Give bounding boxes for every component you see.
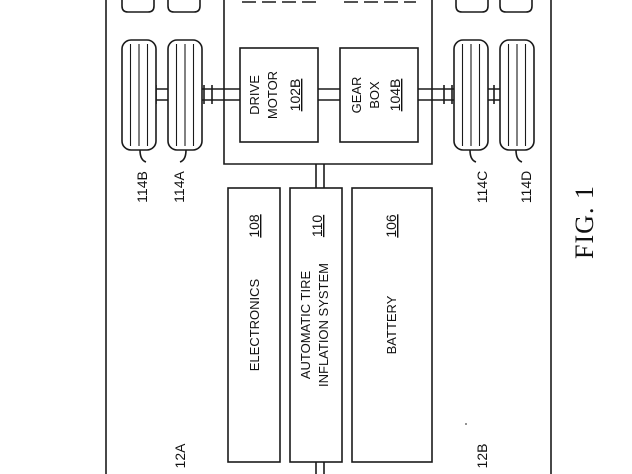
tire-114b-label: 114B [134, 171, 150, 203]
side-label-left: 12A [172, 443, 188, 469]
stray-dot [465, 423, 467, 425]
drive-motor-ref: 102B [287, 79, 303, 112]
tire-inflation-box: AUTOMATIC TIRE INFLATION SYSTEM 110 [289, 187, 343, 463]
electronics-ref: 108 [246, 214, 262, 238]
battery-label: BATTERY [384, 295, 399, 354]
axle-center [318, 88, 340, 101]
tire-114d [499, 39, 535, 151]
tire-inflation-ref: 110 [309, 215, 325, 238]
drive-motor-label-line2: MOTOR [265, 71, 280, 119]
tire-114c-label: 114C [474, 171, 490, 203]
drivetrain-frame [223, 0, 433, 165]
electronics-box: ELECTRONICS 108 [227, 187, 281, 463]
battery-ref: 106 [383, 214, 399, 238]
tire-114a-callout: 114A [171, 149, 187, 203]
figure-label: FIG. 1 [570, 185, 599, 259]
tire-inflation-label-line2: INFLATION SYSTEM [316, 263, 331, 387]
tire-114a-label: 114A [171, 171, 187, 203]
tire-114d-label: 114D [518, 171, 534, 203]
gear-box-label-line2: BOX [367, 81, 382, 109]
drive-motor-label-line1: DRIVE [247, 75, 262, 115]
side-label-right: 12B [474, 444, 490, 469]
inflation-feed-lines [315, 164, 325, 474]
tires [121, 39, 535, 151]
tire-partial-top [121, 0, 533, 13]
tire-114b [121, 39, 157, 151]
tire-114d-callout: 114D [515, 149, 534, 203]
tire-114c [453, 39, 489, 151]
tire-114a [167, 39, 203, 151]
tire-114c-callout: 114C [469, 149, 490, 203]
gear-box-box: GEAR BOX 104B [339, 47, 419, 143]
gear-box-label-line1: GEAR [349, 77, 364, 114]
tire-114b-callout: 114B [134, 149, 150, 203]
drive-motor-box: DRIVE MOTOR 102B [239, 47, 319, 143]
tire-inflation-label-line1: AUTOMATIC TIRE [298, 271, 313, 380]
battery-box: BATTERY 106 [351, 187, 433, 463]
gear-box-ref: 104B [387, 79, 403, 112]
electronics-label: ELECTRONICS [247, 278, 262, 371]
